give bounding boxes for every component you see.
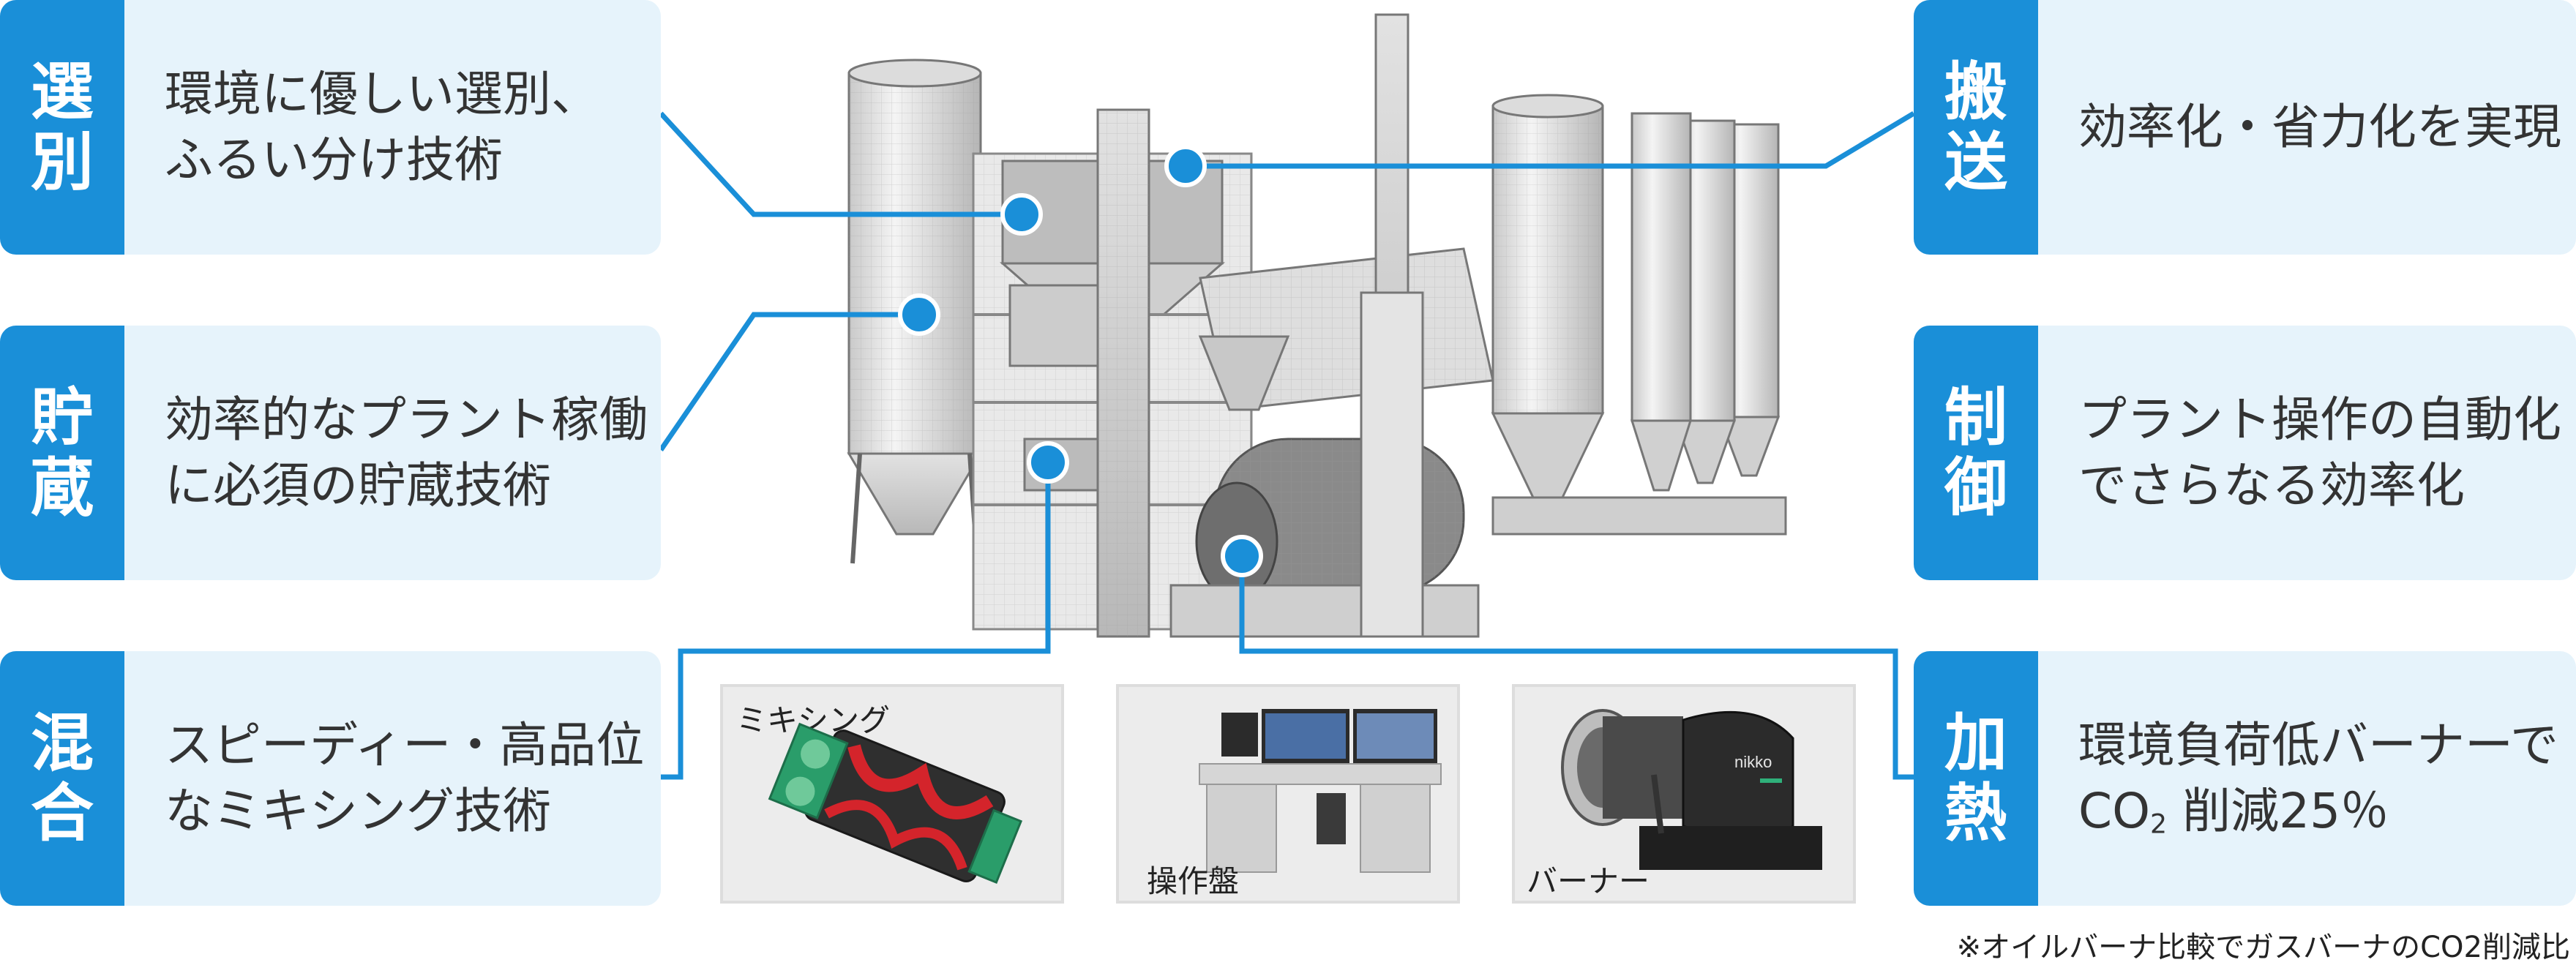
- hotspot-convey[interactable]: [1164, 145, 1207, 187]
- card-convey: 搬 送 効率化・省力化を実現: [1914, 0, 2576, 255]
- card-sort-line-2: ふるい分け技術: [165, 132, 503, 188]
- connector-heat: [1239, 556, 1914, 780]
- connector-mix: [661, 462, 1051, 780]
- card-mix-tag-2: 合: [31, 777, 94, 850]
- card-heat-co: CO: [2078, 783, 2151, 839]
- card-sort-text: 環境に優しい選別、 ふるい分け技術: [165, 0, 651, 255]
- card-store-tag-1: 貯: [31, 380, 94, 454]
- card-store-tag: 貯 蔵: [0, 326, 124, 580]
- photo-burner-label: バーナー: [1527, 863, 1650, 899]
- card-mix-line-1: スピーディー・高品位: [165, 717, 645, 774]
- card-convey-tag-2: 送: [1944, 126, 2007, 199]
- control-panel-image: [1199, 709, 1442, 873]
- mixer-image: [768, 722, 1023, 884]
- card-convey-tag-1: 搬: [1944, 55, 2007, 129]
- card-convey-tag: 搬 送: [1914, 0, 2038, 255]
- card-heat-text: 環境負荷低バーナーで CO2 削減25％: [2078, 651, 2566, 906]
- dryer-drum: [1169, 13, 1494, 638]
- card-store-line-1: 効率的なプラント稼働: [165, 391, 648, 448]
- connector-lines: [659, 110, 1915, 780]
- burner-brand-logo: nikko: [1734, 753, 1772, 771]
- card-heat-tag: 加 熱: [1914, 651, 2038, 906]
- connector-convey: [1186, 110, 1915, 169]
- card-heat: 加 熱 環境負荷低バーナーで CO2 削減25％: [1914, 651, 2576, 906]
- photo-panel: 操作盤: [1116, 684, 1460, 904]
- card-mix: 混 合 スピーディー・高品位 なミキシング技術: [0, 651, 661, 906]
- card-control-text: プラント操作の自動化 でさらなる効率化: [2078, 326, 2566, 580]
- photo-burner: nikko バーナー: [1512, 684, 1856, 904]
- footnote: ※オイルバーナ比較でガスバーナのCO2削減比: [1956, 931, 2570, 964]
- burner-image: nikko: [1561, 709, 1822, 870]
- card-store-tag-2: 蔵: [31, 451, 94, 525]
- card-control-tag-1: 制: [1944, 380, 2007, 454]
- hotspot-store[interactable]: [898, 293, 940, 336]
- card-store: 貯 蔵 効率的なプラント稼働 に必須の貯蔵技術: [0, 326, 661, 580]
- right-silos: [1491, 94, 1787, 536]
- card-convey-text: 効率化・省力化を実現: [2078, 0, 2566, 255]
- card-control-line-1: プラント操作の自動化: [2078, 391, 2561, 448]
- card-sort: 選 別 環境に優しい選別、 ふるい分け技術: [0, 0, 661, 255]
- card-mix-tag: 混 合: [0, 651, 124, 906]
- connector-sort: [659, 111, 1022, 217]
- card-control-line-2: でさらなる効率化: [2078, 457, 2465, 514]
- hotspot-dots: [898, 145, 1263, 577]
- card-mix-line-2: なミキシング技術: [165, 783, 551, 839]
- card-store-line-2: に必須の貯蔵技術: [165, 457, 551, 514]
- card-convey-line-1: 効率化・省力化を実現: [2078, 99, 2561, 156]
- photo-panel-label: 操作盤: [1147, 863, 1240, 899]
- card-heat-line-1: 環境負荷低バーナーで: [2078, 717, 2559, 774]
- card-sort-line-1: 環境に優しい選別、: [165, 66, 599, 123]
- card-control-tag: 制 御: [1914, 326, 2038, 580]
- card-heat-tag-2: 熱: [1944, 777, 2007, 850]
- hotspot-heat[interactable]: [1221, 535, 1263, 577]
- card-heat-tag-1: 加: [1944, 706, 2007, 780]
- card-heat-reduction: 削減25％: [2167, 783, 2389, 839]
- card-heat-co-sub: 2: [2150, 808, 2168, 840]
- connector-store: [659, 312, 919, 451]
- card-mix-text: スピーディー・高品位 なミキシング技術: [165, 651, 651, 906]
- card-control-tag-2: 御: [1944, 451, 2007, 525]
- card-sort-tag: 選 別: [0, 0, 124, 255]
- card-sort-tag-2: 別: [31, 126, 94, 199]
- card-mix-tag-1: 混: [31, 706, 94, 780]
- card-control: 制 御 プラント操作の自動化 でさらなる効率化: [1914, 326, 2576, 580]
- hotspot-mix[interactable]: [1027, 441, 1069, 484]
- card-store-text: 効率的なプラント稼働 に必須の貯蔵技術: [165, 326, 651, 580]
- hotspot-sort[interactable]: [1000, 193, 1043, 236]
- photo-mixing: ミキシング: [720, 684, 1064, 904]
- card-heat-line-2: CO2 削減25％: [2078, 778, 2566, 844]
- card-sort-tag-1: 選: [31, 55, 94, 129]
- left-silo: [847, 59, 983, 564]
